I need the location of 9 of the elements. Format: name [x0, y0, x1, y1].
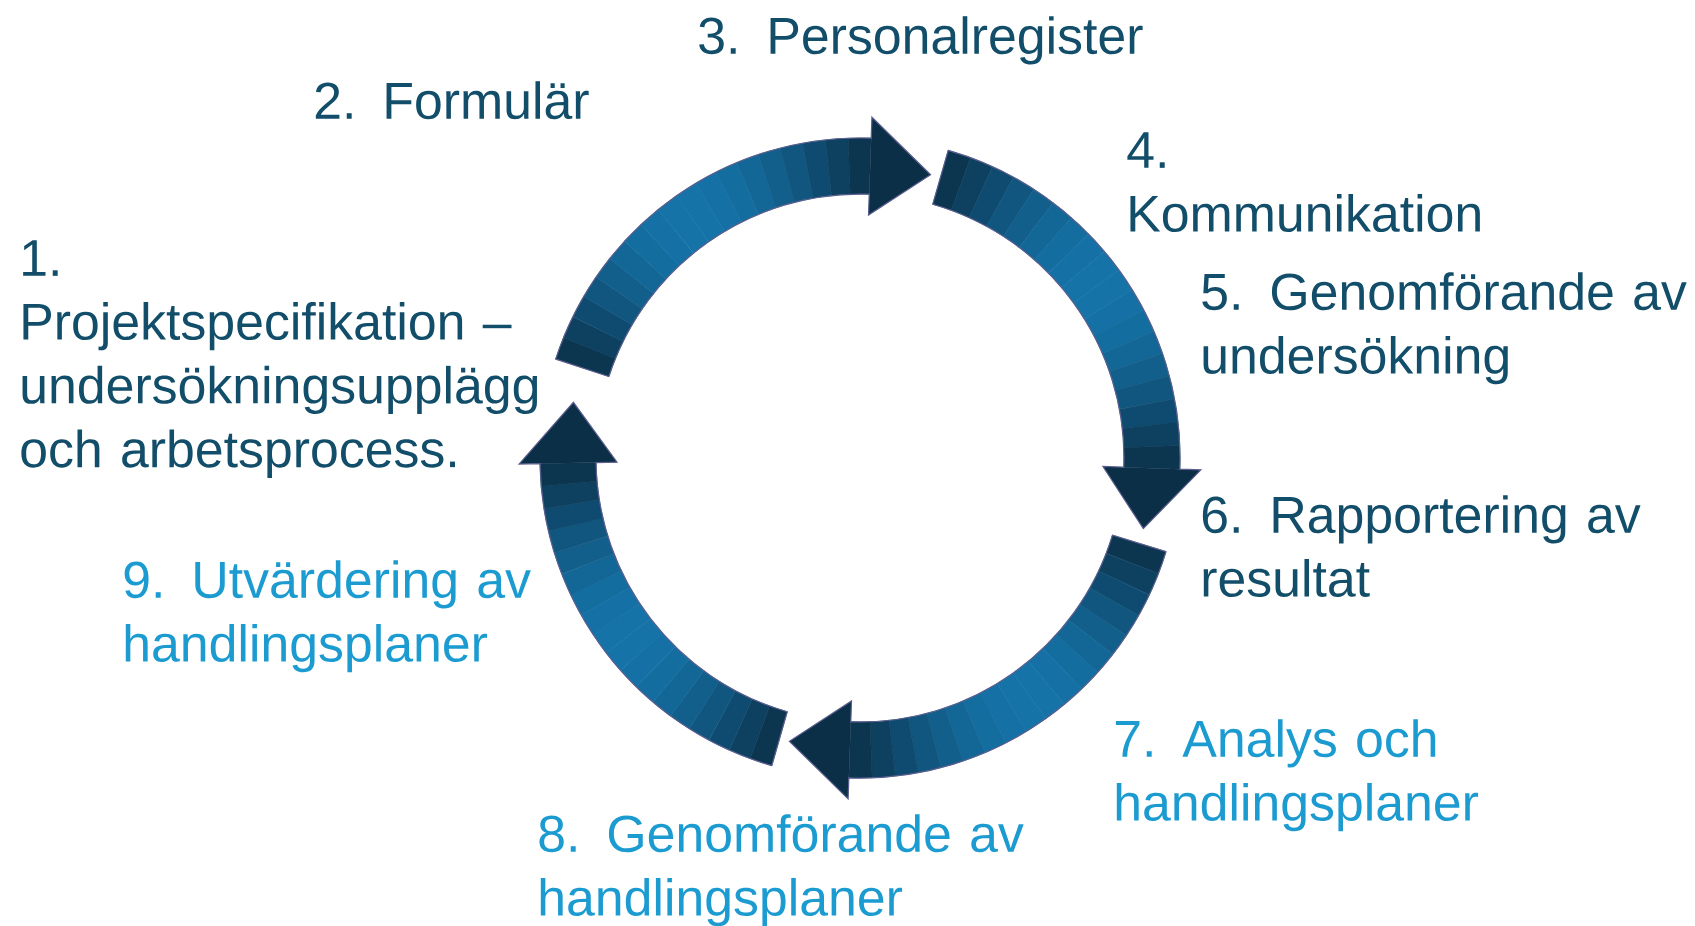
step-label: 9. Utvärdering av handlingsplaner	[124, 560, 531, 673]
step-label: 7. Analys och handlingsplaner	[1115, 719, 1479, 832]
step-label: 4. Kommunikation	[1127, 132, 1480, 233]
step-label: 8. Genomförande av handlingsplaner	[539, 814, 1024, 926]
step-label: 3. Personalregister	[699, 16, 1143, 65]
step-label: 5. Genomförande av undersökning	[1202, 272, 1687, 385]
step-label: 6. Rapportering av resultat	[1202, 495, 1641, 597]
step-label: 1. Projektspecifikation – undersökningsupplägg och arbetsprocess.	[21, 240, 538, 478]
step-label: 2. Formulär	[315, 81, 589, 120]
